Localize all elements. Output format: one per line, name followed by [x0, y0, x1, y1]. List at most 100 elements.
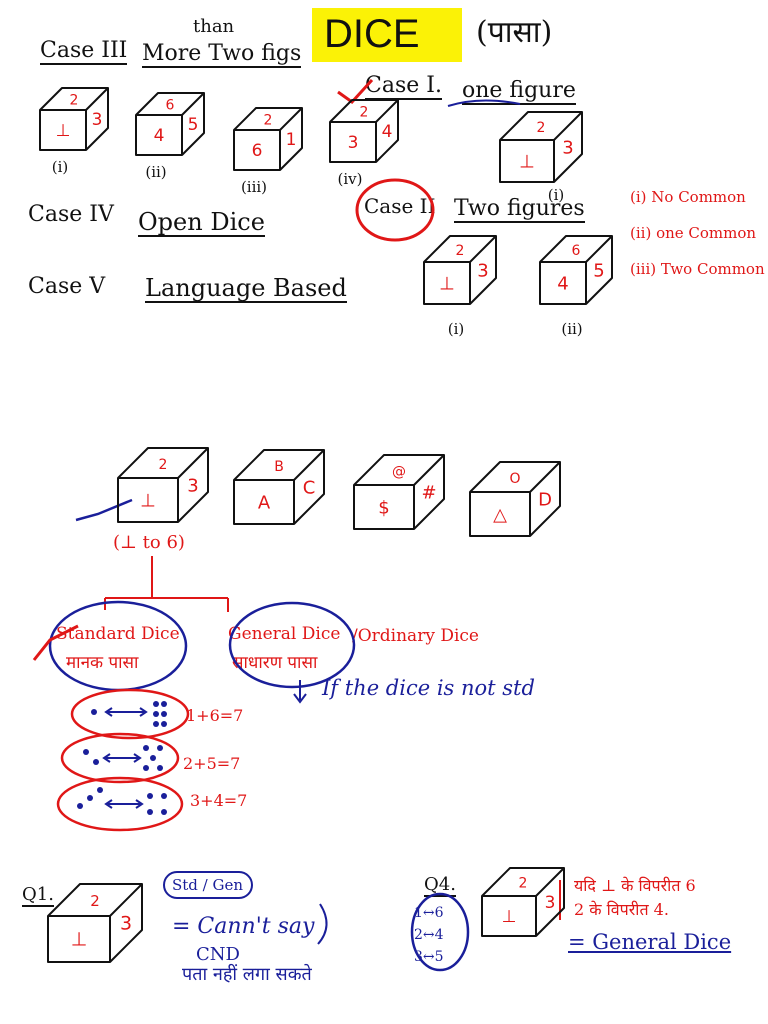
cube-front-face: ⊥: [140, 490, 156, 511]
pair-circle-3: [56, 776, 184, 832]
cube-front-face: ⊥: [439, 273, 455, 294]
case5-text: Language Based: [145, 274, 347, 303]
cube-top-face: 6: [572, 243, 581, 259]
pair-sum-1: 1+6=7: [186, 706, 244, 725]
cube-right-face: 3: [92, 110, 103, 130]
standard-dice-hi: मानक पासा: [66, 653, 139, 673]
pair-sum-2: 2+5=7: [183, 754, 241, 773]
case2-label: Case II: [364, 194, 436, 218]
case3-die-2: 645: [135, 92, 205, 156]
case3-die-4: 23 4: [329, 99, 399, 163]
pair-circle-1: [70, 688, 190, 740]
pip-dots: [77, 701, 167, 815]
q1-answer: = Cann't say: [172, 914, 315, 939]
case1-die-1: 2⊥3: [499, 111, 583, 183]
cube-outline: [353, 454, 445, 530]
cube-front-face: △: [493, 504, 507, 525]
case4-label: Case IV: [28, 202, 114, 227]
case3-insert: than: [193, 16, 235, 37]
q1-abbr: CND: [196, 944, 240, 965]
cube-front-face: A: [258, 492, 271, 513]
cube-outline: [481, 867, 565, 937]
cube-top-face: 2: [90, 892, 100, 910]
symbol-die-2: BAC: [233, 449, 325, 525]
case5-label: Case V: [28, 274, 106, 299]
cube-outline: [233, 449, 325, 525]
q1-die: 2⊥3: [47, 883, 143, 963]
case3-text: More Two figs: [142, 41, 302, 68]
cube-right-face: D: [538, 489, 552, 510]
cube-front-face: 4: [557, 273, 568, 294]
q1-hindi: पता नहीं लगा सकते: [182, 964, 312, 985]
cube-front-face: ⊥: [71, 929, 88, 951]
symbol-die-3: @ $ #: [353, 454, 445, 530]
range-label: (⊥ to 6): [113, 532, 185, 553]
cube-top-face: 2: [264, 112, 273, 128]
cube-outline: [423, 235, 497, 305]
cube-top-face: O: [509, 471, 520, 487]
q4-hindi-2: 2 के विपरीत 4.: [574, 900, 669, 919]
case3-die-1: 2⊥3: [39, 87, 109, 151]
cube-right-face: 3: [477, 260, 488, 281]
cube-outline: [539, 235, 613, 305]
q4-answer: = General Dice: [568, 930, 732, 954]
case3-die-caption-3: (iii): [241, 178, 267, 196]
pair-arrows: [102, 707, 148, 809]
cube-top-face: 6: [166, 97, 175, 113]
case3-die-3: 261: [233, 107, 303, 171]
pair-circle-2: [60, 732, 180, 784]
cube-right-face: 3: [562, 137, 573, 158]
standard-tick-mark: [32, 624, 79, 661]
case3-die-caption-4: (iv): [338, 170, 363, 188]
cube-top-face: 2: [519, 875, 528, 891]
general-dice-en: General Dice: [228, 624, 341, 644]
case2-circle: [355, 178, 435, 242]
cube-front-face: 3: [348, 133, 359, 153]
cube-top-face: 2: [360, 104, 369, 120]
range-tick-mark: [75, 498, 133, 522]
case2-die-caption-2: (ii): [561, 320, 582, 338]
range-tree-lines: [104, 556, 229, 612]
cube-front-face: 4: [154, 126, 165, 146]
cube-outline: [135, 92, 205, 156]
pair-sum-3: 3+4=7: [190, 791, 248, 810]
cube-outline: [469, 461, 561, 537]
case3-die-caption-2: (ii): [145, 163, 166, 181]
q1-options: Std / Gen: [172, 876, 244, 894]
ordinary-dice: /Ordinary Dice: [352, 626, 479, 646]
cube-outline: [233, 107, 303, 171]
cube-outline: [39, 87, 109, 151]
cube-top-face: 2: [70, 92, 79, 108]
std-note: If the dice is not std: [322, 676, 535, 700]
case3-label: Case III: [40, 38, 128, 65]
cube-front-face: ⊥: [502, 907, 517, 927]
cube-right-face: 3: [187, 475, 198, 496]
case2-die-2: 645: [539, 235, 613, 305]
q4-hindi-1: यदि ⊥ के विपरीत 6: [574, 876, 696, 895]
cube-right-face: 1: [286, 130, 297, 150]
cube-front-face: ⊥: [519, 151, 535, 172]
cube-top-face: @: [392, 464, 406, 480]
cube-front-face: $: [378, 497, 389, 518]
page-title: DICE: [324, 12, 420, 56]
case1-underline-mark: [447, 99, 521, 107]
cube-top-face: 2: [456, 243, 465, 259]
case2-option-2: (ii) one Common: [630, 224, 757, 242]
general-dice-circle: [228, 601, 356, 689]
cube-top-face: B: [274, 459, 284, 475]
cube-outline: [47, 883, 143, 963]
case2-option-3: (iii) Two Common: [630, 260, 765, 278]
cube-right-face: 4: [382, 122, 393, 142]
title-hindi: (पासा): [476, 15, 553, 50]
q4-pair-2: 2↔4: [414, 927, 444, 943]
cube-outline: [499, 111, 583, 183]
q4-pairs-circle: [410, 892, 470, 972]
q4-die: 2⊥3: [481, 867, 565, 937]
general-dice-hi: साधारण पासा: [232, 653, 318, 673]
case2-die-1: 2⊥ 3: [423, 235, 497, 305]
title-highlight: [312, 8, 462, 62]
q4-pair-1: 1↔6: [414, 905, 444, 921]
cube-right-face: #: [421, 482, 436, 503]
